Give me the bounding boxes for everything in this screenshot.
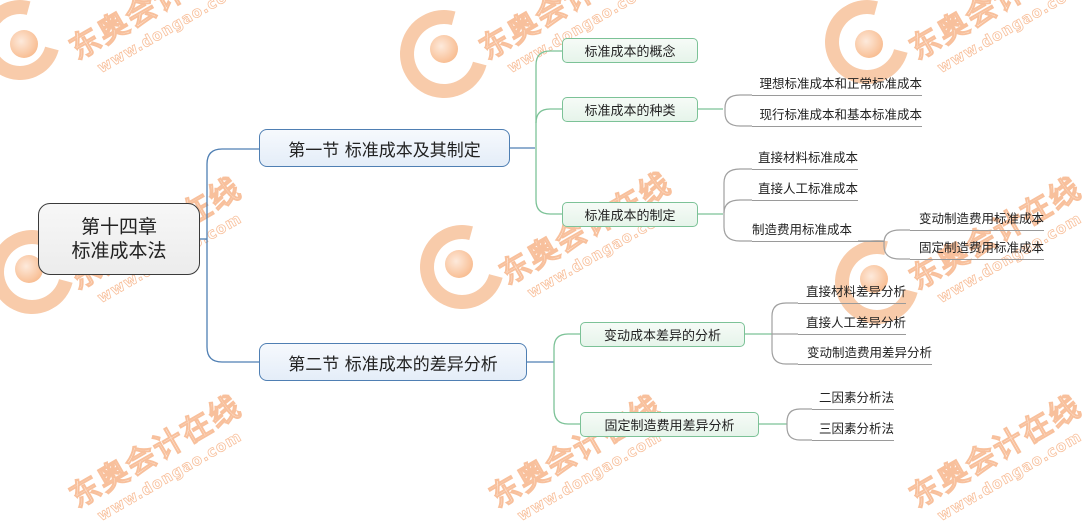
root-connectors [200, 148, 259, 363]
root-title-line1: 第十四章 [80, 216, 157, 238]
leaf-direct-material-variance[interactable]: 直接材料差异分析 [798, 282, 906, 304]
topic-label: 固定制造费用差异分析 [604, 419, 735, 434]
topic-label: 标准成本的种类 [584, 104, 676, 119]
root-node[interactable]: 第十四章 标准成本法 [38, 203, 200, 275]
leaf-direct-labor-standard[interactable]: 直接人工标准成本 [752, 179, 858, 201]
topic-node-standard-cost-concept[interactable]: 标准成本的概念 [562, 38, 698, 63]
leaf-variable-overhead-variance[interactable]: 变动制造费用差异分析 [798, 343, 932, 365]
root-title-line2: 标准成本法 [71, 240, 167, 262]
topic-node-fixed-overhead-variance[interactable]: 固定制造费用差异分析 [580, 412, 759, 437]
section-node-1[interactable]: 第一节 标准成本及其制定 [259, 129, 510, 167]
leaf-ideal-normal-standard[interactable]: 理想标准成本和正常标准成本 [752, 74, 922, 96]
topic-label: 变动成本差异的分析 [603, 329, 721, 344]
topic-node-standard-cost-setting[interactable]: 标准成本的制定 [562, 202, 698, 227]
leaf-current-basic-standard[interactable]: 现行标准成本和基本标准成本 [752, 105, 922, 127]
section-label: 第一节 标准成本及其制定 [288, 140, 481, 161]
leaf-fixed-overhead-standard[interactable]: 固定制造费用标准成本 [910, 238, 1044, 260]
section-node-2[interactable]: 第二节 标准成本的差异分析 [259, 343, 527, 381]
topic-node-standard-cost-types[interactable]: 标准成本的种类 [562, 97, 698, 122]
leaf-direct-material-standard[interactable]: 直接材料标准成本 [752, 148, 858, 170]
section1-connectors [535, 50, 562, 215]
leaf-two-factor-analysis[interactable]: 二因素分析法 [812, 388, 894, 410]
leaf-three-factor-analysis[interactable]: 三因素分析法 [812, 419, 894, 441]
leaf-overhead-standard[interactable]: 制造费用标准成本 [752, 220, 884, 242]
connector-lines [200, 50, 910, 441]
section-label: 第二节 标准成本的差异分析 [288, 354, 498, 375]
topic-label: 标准成本的概念 [584, 45, 676, 60]
section2-connectors [553, 333, 580, 425]
leaf-direct-labor-variance[interactable]: 直接人工差异分析 [798, 313, 906, 335]
topic-node-variable-cost-variance[interactable]: 变动成本差异的分析 [580, 322, 745, 347]
leaf-variable-overhead-standard[interactable]: 变动制造费用标准成本 [910, 209, 1044, 231]
topic-label: 标准成本的制定 [584, 209, 676, 224]
